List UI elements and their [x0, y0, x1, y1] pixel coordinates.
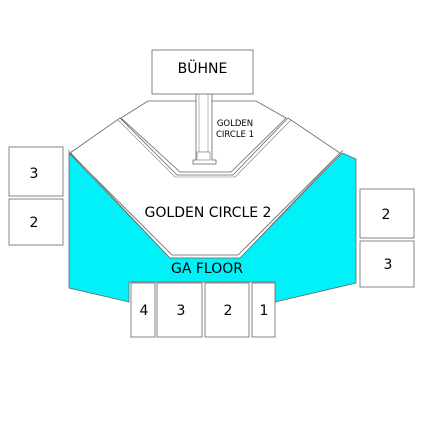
- section-golden-circle-2[interactable]: GOLDEN CIRCLE 2: [67, 117, 344, 259]
- left-block-2-label: 2: [30, 215, 39, 231]
- bottom-block-3[interactable]: 3: [156, 282, 203, 338]
- bottom-block-3-label: 3: [177, 303, 186, 319]
- golden-circle-2-area[interactable]: [69, 117, 341, 256]
- left-block-3[interactable]: 3: [8, 146, 64, 197]
- stage-label: BÜHNE: [178, 59, 228, 77]
- stage-box: [151, 49, 254, 95]
- bottom-block-1-label: 1: [260, 303, 269, 319]
- golden-circle-1-inner-outline: [117, 119, 292, 178]
- ga-floor-label: GA FLOOR: [171, 261, 243, 277]
- right-block-3-label: 3: [384, 257, 393, 273]
- bottom-block-4-label: 4: [140, 303, 149, 319]
- left-block-2[interactable]: 2: [8, 198, 64, 246]
- right-block-2-label: 2: [382, 207, 391, 223]
- right-block-2[interactable]: 2: [359, 188, 415, 239]
- bottom-block-4[interactable]: 4: [130, 282, 156, 338]
- golden-circle-1-label-line1: GOLDEN: [217, 119, 253, 129]
- golden-circle-2-label: GOLDEN CIRCLE 2: [145, 205, 272, 221]
- bottom-block-2[interactable]: 2: [204, 282, 250, 338]
- left-block-3-label: 3: [30, 166, 39, 182]
- golden-circle-2-inner-outline: [67, 149, 344, 259]
- right-block-3[interactable]: 3: [359, 240, 415, 288]
- golden-circle-1-label-line2: CIRCLE 1: [216, 130, 254, 140]
- bottom-block-2-label: 2: [224, 303, 233, 319]
- catwalk: [192, 94, 217, 165]
- stage: BÜHNE: [151, 49, 254, 95]
- bottom-block-1[interactable]: 1: [251, 282, 276, 338]
